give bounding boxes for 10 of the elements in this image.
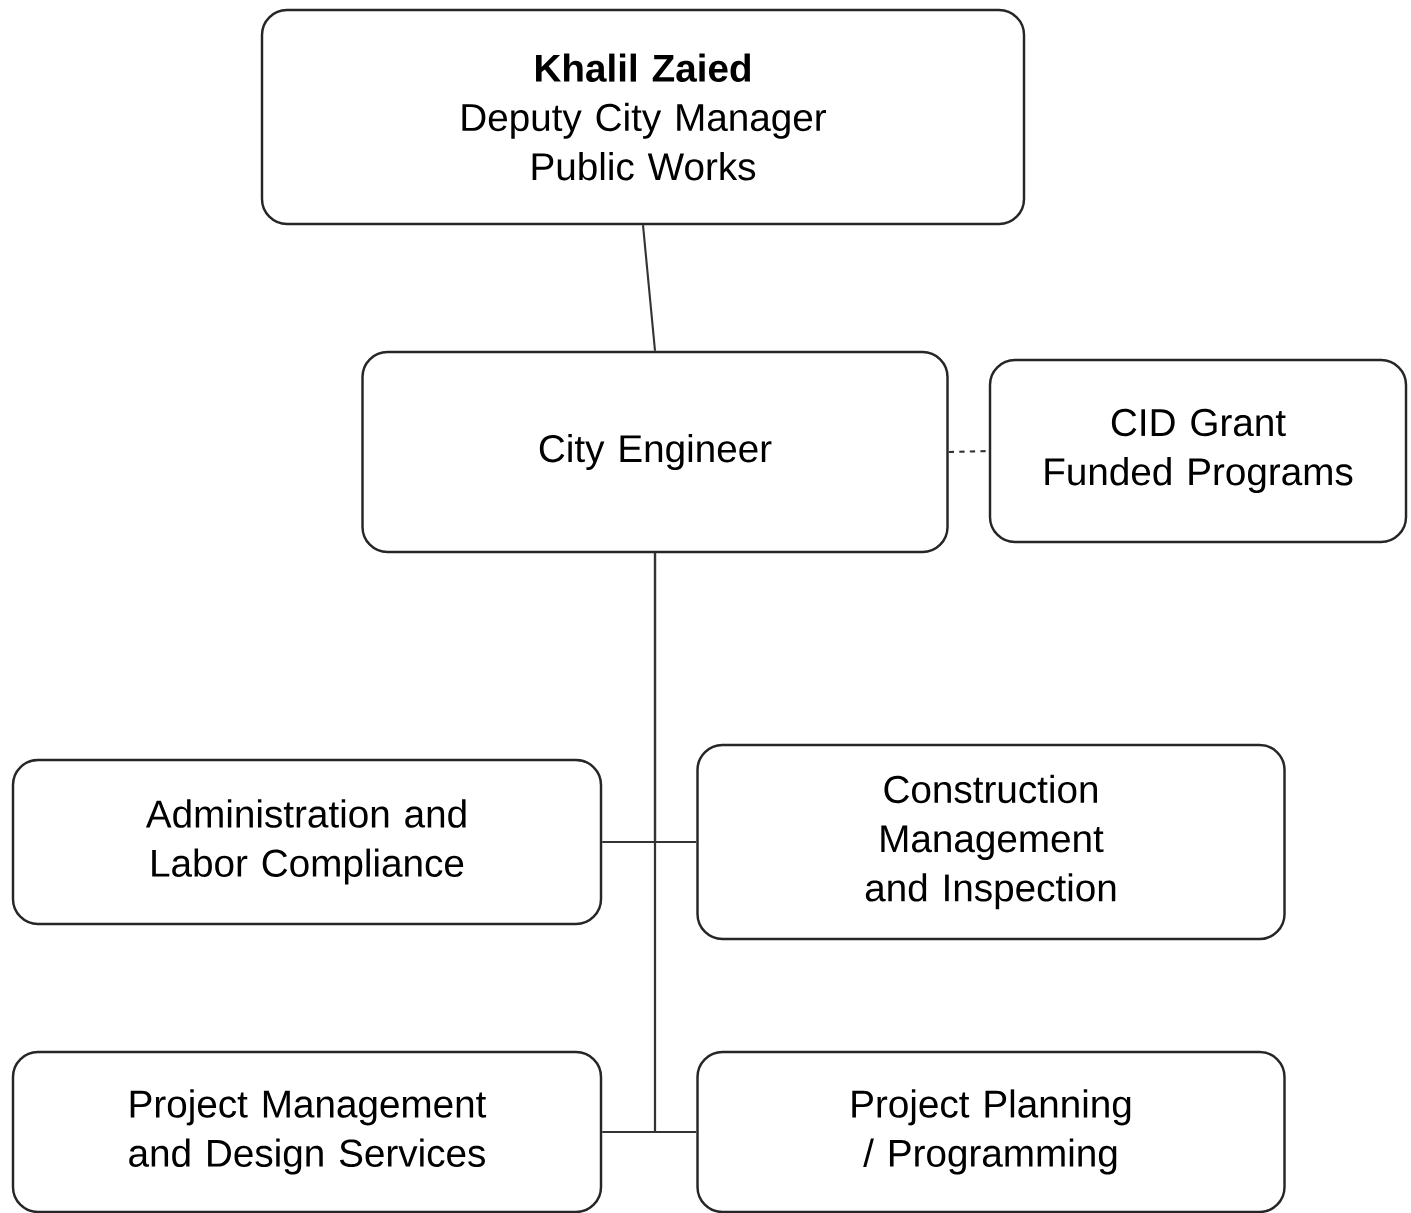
org-box: Construction Management and Inspection xyxy=(696,743,1286,941)
org-box: Khalil Zaied Deputy City Manager Public Works xyxy=(260,8,1026,226)
org-box: CID Grant Funded Programs xyxy=(988,358,1408,544)
org-box: Project Planning / Programming xyxy=(696,1050,1286,1213)
org-box: Administration and Labor Compliance xyxy=(11,758,603,926)
org-box: Project Management and Design Services xyxy=(11,1050,603,1213)
connector-line xyxy=(641,225,657,351)
org-box: City Engineer xyxy=(361,350,949,554)
connector-line xyxy=(653,553,697,1134)
dashed-connector xyxy=(948,449,989,454)
